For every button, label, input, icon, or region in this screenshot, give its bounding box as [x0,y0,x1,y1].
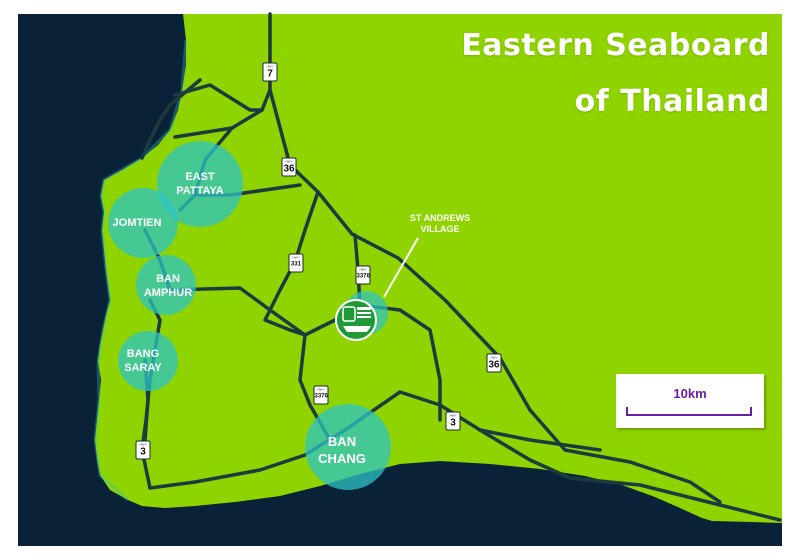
highway-shield-3376-south: HWY 3376 [313,385,329,405]
town-label-ban-amphur: BAN AMPHUR [143,273,193,299]
town-circles [108,141,391,490]
map-title-line2: of Thailand [574,84,770,119]
scale-bar [626,407,752,416]
highway-shield-3376-north: HWY 3376 [355,265,371,285]
town-label-jomtien: JOMTIEN [112,217,162,229]
highway-shield-36-north: HWY 36 [281,157,297,177]
town-label-bang-saray: BANG SARAY [124,348,162,374]
town-circle-jomtien [108,188,178,258]
village-label: ST ANDREWS VILLAGE [409,213,471,234]
town-label-east-pattaya: EAST PATTAYA [176,171,224,197]
highway-shield-331: HWY 331 [288,253,304,273]
highway-shield-36-east: HWY 36 [486,353,502,373]
town-circle-bang-saray [118,331,178,391]
town-circle-east-pattaya [157,141,243,227]
town-circle-ban-amphur [136,255,196,315]
scale-legend: 10km [616,374,764,428]
highway-shield-7: HWY 7 [262,62,278,82]
village-pointer-line [383,237,419,298]
highway-shield-3-east: HWY 3 [445,411,461,431]
town-circle-ban-chang [305,404,391,490]
coastline [93,39,188,502]
map-title-line1: Eastern Seaboard [461,28,770,63]
village-logo-icon [342,306,371,332]
land [95,14,782,523]
town-label-ban-chang: BAN CHANG [318,434,366,466]
highway-shield-3-west: HWY 3 [135,440,151,460]
village-marker [335,299,377,341]
scale-label: 10km [673,386,707,401]
